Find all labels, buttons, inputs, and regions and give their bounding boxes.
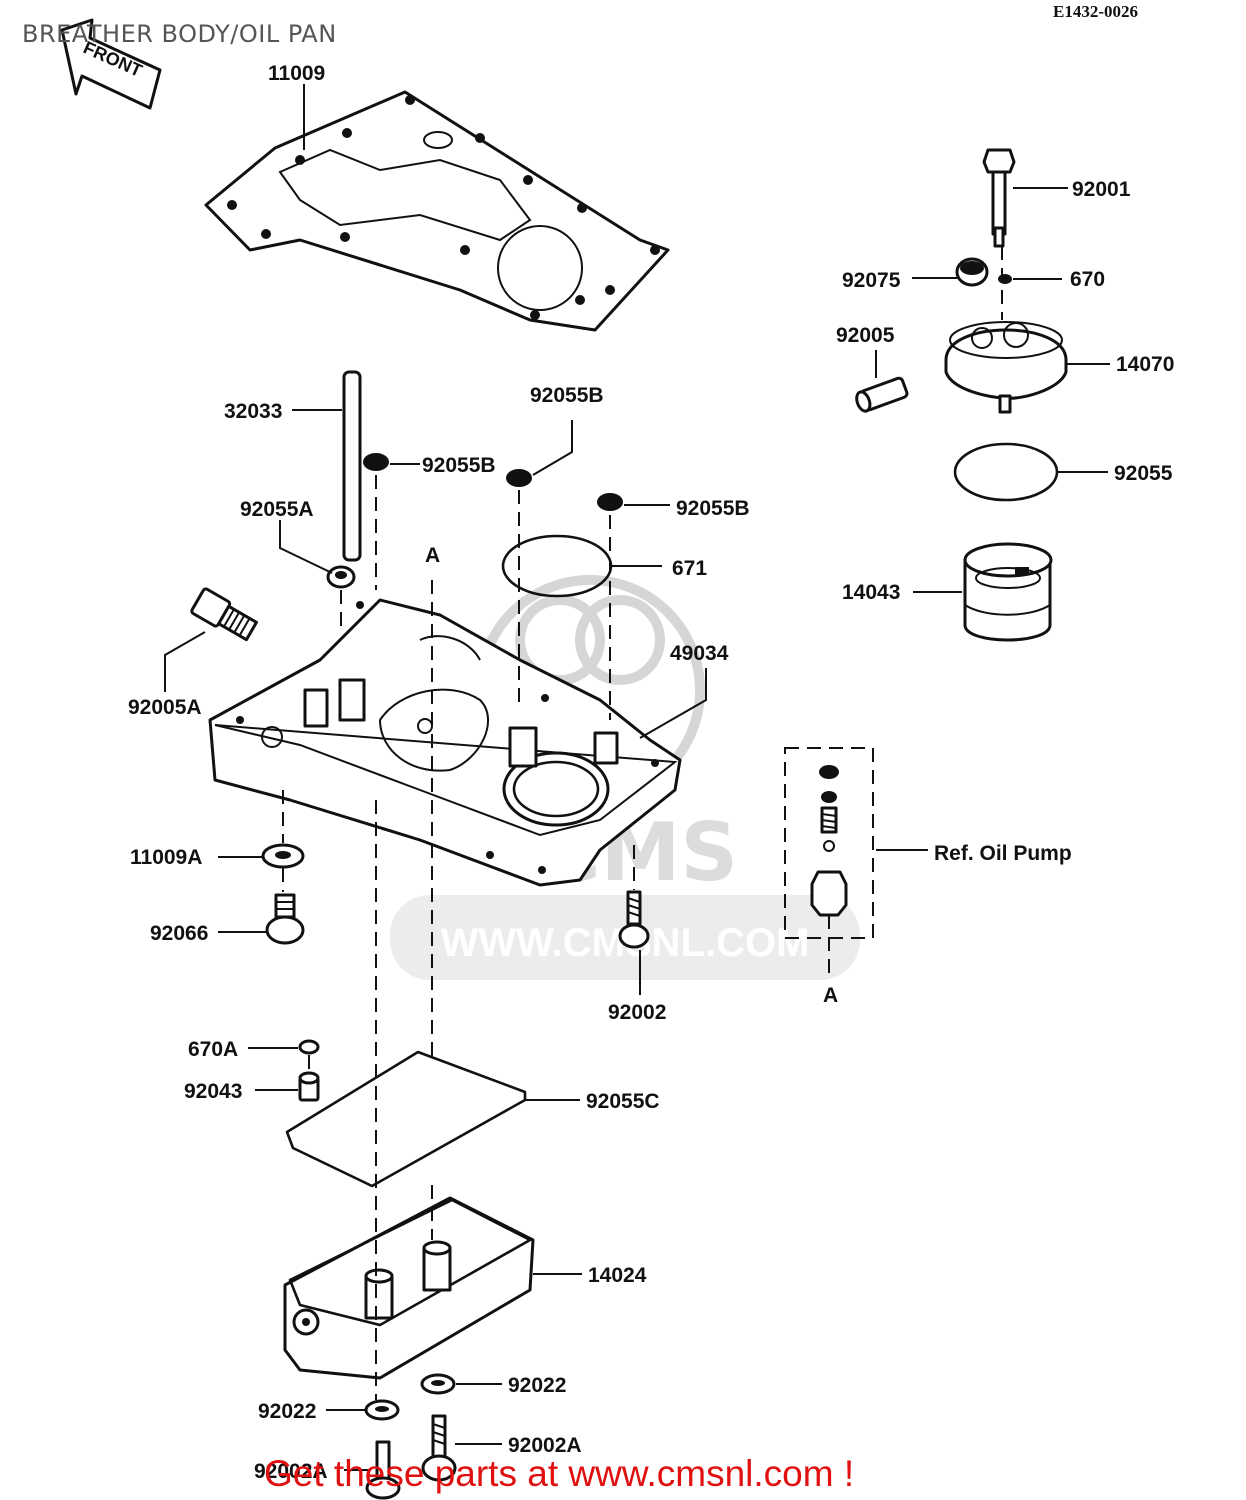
grommet-92055a — [326, 565, 356, 589]
gasket-11009 — [204, 90, 670, 332]
label-92005a: 92005A — [128, 696, 202, 719]
grommet-92055b-1 — [363, 453, 389, 471]
section-marker-a-top: A — [425, 544, 440, 567]
label-32033: 32033 — [224, 400, 282, 423]
breather-body-49034 — [208, 598, 682, 887]
washer-670 — [998, 274, 1012, 284]
section-marker-a-bottom: A — [823, 984, 838, 1007]
oil-pan-14024 — [283, 1196, 535, 1380]
label-11009a: 11009A — [130, 846, 202, 869]
label-670: 670 — [1070, 268, 1105, 291]
label-92001: 92001 — [1072, 178, 1131, 201]
label-92022-left: 92022 — [258, 1400, 316, 1423]
label-92075: 92075 — [842, 269, 901, 292]
pipe-32033 — [342, 370, 362, 562]
filter-14043 — [963, 542, 1053, 642]
bolt-92002 — [618, 890, 650, 949]
label-92055a: 92055A — [240, 498, 314, 521]
plug-92066 — [265, 893, 305, 945]
bolt-92001 — [982, 148, 1016, 248]
label-92066: 92066 — [150, 922, 208, 945]
washer-11009a — [261, 843, 305, 869]
diagram-reference: E1432-0026 — [1053, 2, 1138, 21]
label-92043: 92043 — [184, 1080, 242, 1103]
label-670a: 670A — [188, 1038, 238, 1061]
washer-92022-right — [420, 1373, 456, 1395]
fitting-92005a — [190, 587, 258, 642]
gasket-92055c — [285, 1050, 527, 1188]
assembly-centerlines — [282, 246, 1003, 1400]
label-92005: 92005 — [836, 324, 895, 347]
label-92055c: 92055C — [586, 1090, 660, 1113]
label-14024: 14024 — [588, 1264, 647, 1287]
o-ring-92055 — [953, 442, 1059, 502]
label-ref-oil-pump: Ref. Oil Pump — [934, 842, 1072, 865]
label-92055b-3: 92055B — [676, 497, 750, 520]
footer-link[interactable]: Get these parts at www.cmsnl.com ! — [264, 1453, 855, 1494]
label-92055: 92055 — [1114, 462, 1173, 485]
cover-14070 — [944, 321, 1068, 414]
label-92002a-left: 92002A — [254, 1460, 328, 1483]
label-92055b-2: 92055B — [530, 384, 604, 407]
label-92055b-1: 92055B — [422, 454, 496, 477]
leader-lines — [164, 84, 1110, 1471]
grommet-92055b-2 — [506, 469, 532, 487]
plug-92075 — [955, 257, 989, 287]
bolt-92002a-right — [421, 1414, 457, 1482]
pipe-92005 — [855, 376, 909, 413]
label-49034: 49034 — [670, 642, 729, 665]
ref-oil-pump-box — [784, 747, 874, 939]
washer-670a — [298, 1039, 320, 1055]
label-14043: 14043 — [842, 581, 900, 604]
grommet-92055b-3 — [597, 493, 623, 511]
label-14070: 14070 — [1116, 353, 1174, 376]
pin-92043 — [298, 1071, 320, 1102]
label-92002: 92002 — [608, 1001, 666, 1024]
label-671: 671 — [672, 557, 707, 580]
label-92002a-right: 92002A — [508, 1434, 582, 1457]
label-92022-right: 92022 — [508, 1374, 566, 1397]
washer-92022-left — [364, 1399, 400, 1421]
label-11009: 11009 — [268, 62, 325, 85]
bolt-92002a-left — [365, 1440, 401, 1500]
page-title: BREATHER BODY/OIL PAN — [22, 20, 337, 48]
part-labels: 11009 32033 92055A 92055B 92055B 92055B … — [128, 62, 1174, 1483]
